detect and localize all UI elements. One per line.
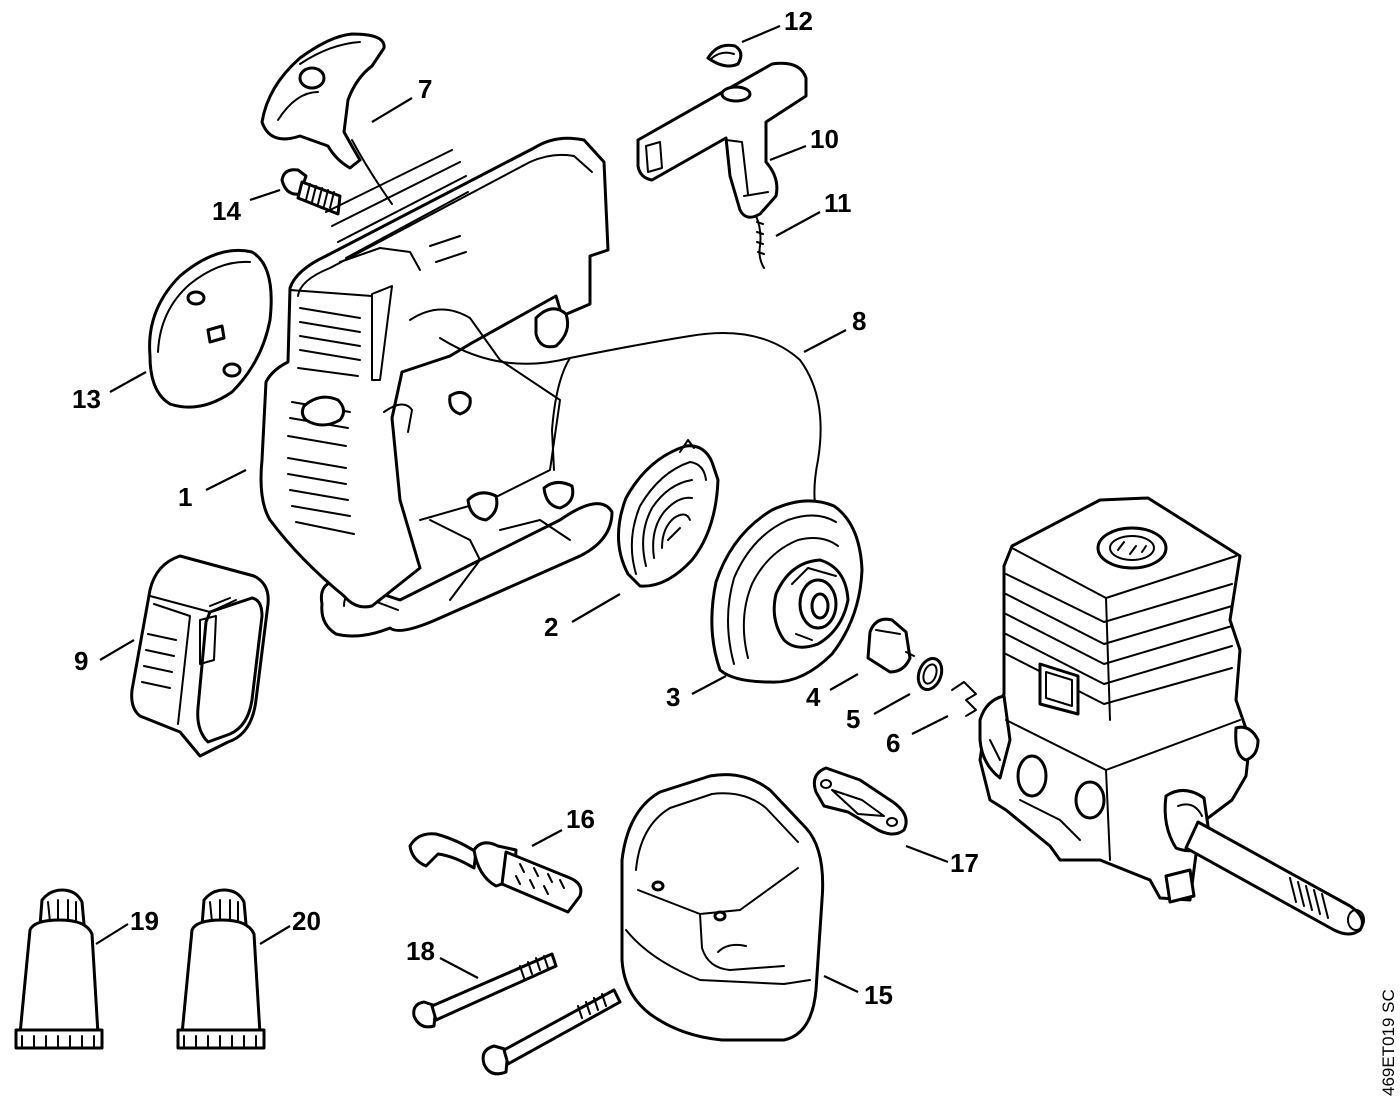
part-4-pawl: [866, 617, 915, 674]
callout-14: 14: [212, 196, 241, 226]
callout-7: 7: [418, 74, 432, 104]
part-8-rope: [439, 332, 822, 511]
callout-9: 9: [74, 646, 88, 676]
callout-20: 20: [292, 906, 321, 936]
part-20-tube: [176, 888, 266, 1050]
callout-11: 11: [824, 188, 852, 218]
callout-16: 16: [566, 804, 595, 834]
callout-5: 5: [846, 704, 860, 734]
callout-6: 6: [886, 728, 900, 758]
part-11-rope: [755, 215, 765, 269]
part-2-rewind-spring: [616, 439, 720, 588]
part-14-screw: [280, 168, 342, 216]
part-12-cap: [706, 43, 743, 68]
part-5-washer: [916, 657, 944, 691]
leader-lines: [95, 24, 949, 993]
part-18-screws: [412, 952, 622, 1076]
callout-19: 19: [130, 906, 159, 936]
part-16-fuel-pickup: [408, 832, 583, 914]
callout-10: 10: [810, 124, 839, 154]
part-3-rope-rotor: [710, 499, 864, 684]
callout-12: 12: [784, 6, 813, 36]
engine-assembly: [978, 496, 1365, 936]
callout-17: 17: [950, 848, 979, 878]
callout-labels: 12 7 10 11 14 8 13 1 2 9 3 4 5 6 16 17 1…: [72, 6, 979, 1010]
callout-13: 13: [72, 384, 101, 414]
part-10-handle: [636, 61, 808, 219]
callout-8: 8: [852, 306, 866, 336]
callout-1: 1: [178, 482, 192, 512]
callout-4: 4: [806, 682, 821, 712]
part-13-cover-disc: [148, 248, 273, 409]
part-1-fan-housing: [259, 136, 614, 638]
part-19-tube: [14, 888, 104, 1050]
part-15-muffler: [620, 773, 825, 1042]
callout-15: 15: [864, 980, 893, 1010]
part-7-starter-grip: [260, 32, 393, 205]
drawing-code: 469ET019 SC: [1379, 989, 1398, 1096]
part-9-cover: [130, 554, 270, 758]
callout-18: 18: [406, 936, 435, 966]
part-17-gasket: [812, 766, 908, 836]
callout-3: 3: [666, 682, 680, 712]
callout-2: 2: [544, 612, 558, 642]
part-6-spring-clip: [951, 681, 977, 717]
